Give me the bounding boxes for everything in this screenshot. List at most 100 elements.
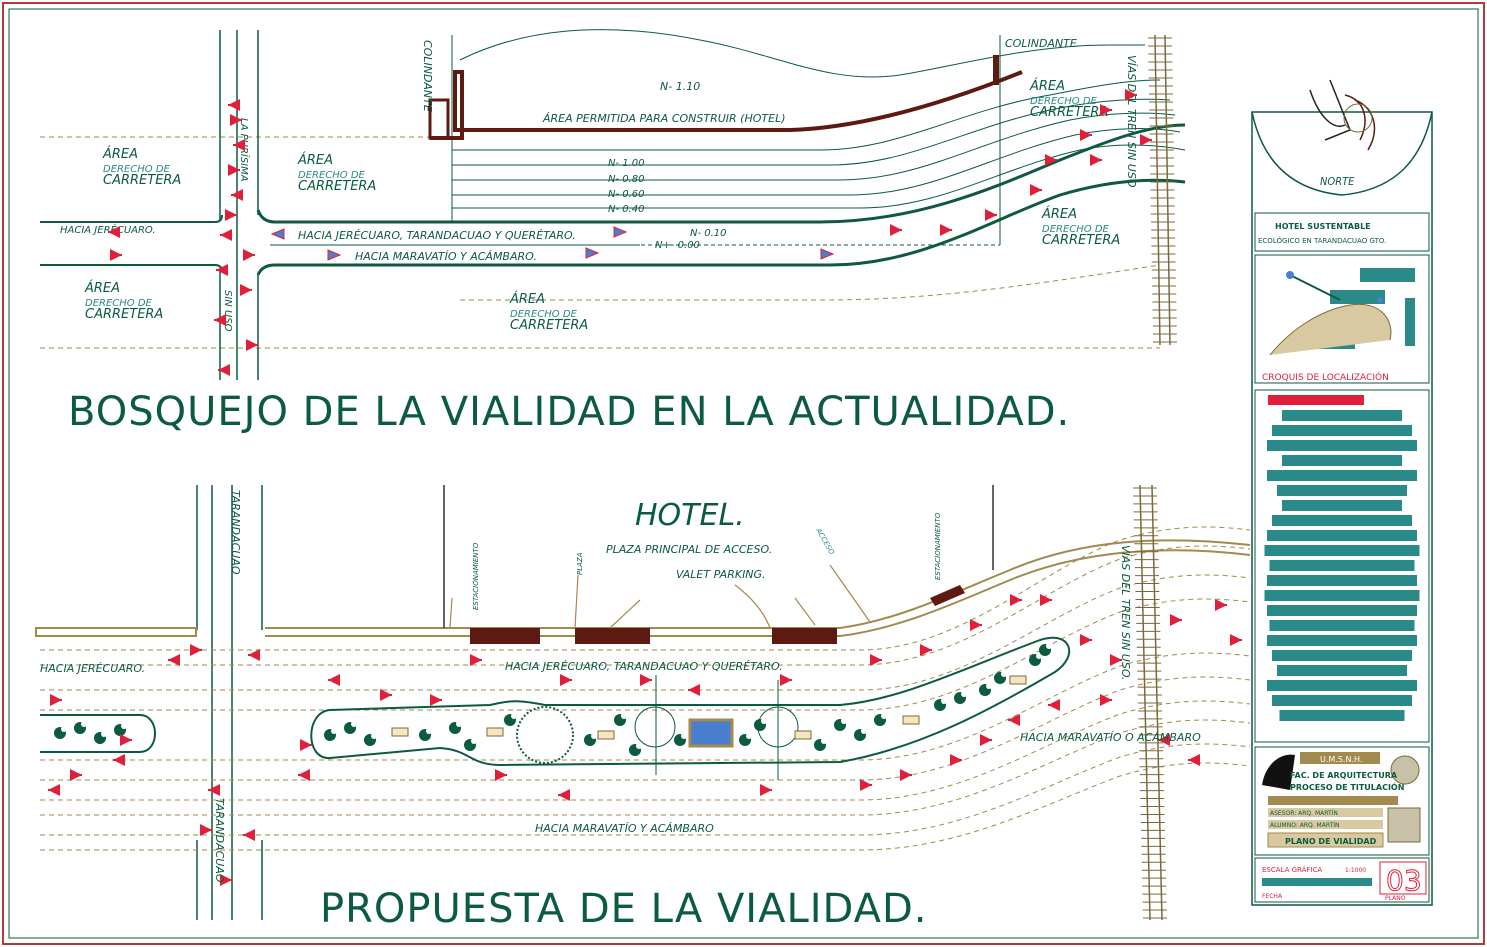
bench	[794, 730, 812, 740]
road-edge-bottom	[40, 264, 223, 273]
road-edge-top	[40, 214, 223, 223]
access-label: ACCESO	[814, 526, 836, 556]
info-row	[1268, 808, 1383, 817]
note-line	[1267, 575, 1417, 586]
sheet-number: 03	[1386, 864, 1422, 897]
street-label: SIN USO	[222, 290, 233, 332]
note-line	[1269, 560, 1415, 571]
sidewalk	[265, 539, 1251, 629]
parking-label: ESTACIONAMIENTO	[934, 512, 942, 580]
note-line	[1264, 545, 1420, 556]
note-line	[1267, 530, 1417, 541]
tree-highlight	[1036, 653, 1042, 659]
stamp-box	[1387, 807, 1421, 843]
author-label: ALUMNO: ARQ. MARTÍN	[1270, 822, 1340, 829]
location-label: CROQUIS DE LOCALIZACIÓN	[1262, 371, 1389, 383]
lane-line	[40, 652, 1251, 761]
project-subtitle: ECOLÓGICO EN TARANDACUAO GTO.	[1258, 236, 1386, 245]
svg-text:ÁREA: ÁREA	[297, 152, 333, 168]
contour	[452, 128, 1181, 196]
svg-text:CARRETERA: CARRETERA	[298, 179, 376, 194]
note-line	[1272, 650, 1412, 661]
svg-text:DERECHO DE: DERECHO DE	[85, 298, 153, 309]
project-title: HOTEL SUSTENTABLE	[1275, 222, 1371, 231]
scale-bar	[1262, 878, 1372, 886]
sheet-label: PLANO	[1385, 895, 1406, 902]
note-line	[1272, 425, 1412, 436]
area-label: ÁREA DERECHO DE CARRETERA	[84, 280, 163, 322]
tree-highlight	[121, 723, 127, 729]
note-line	[1279, 710, 1405, 721]
lane-line	[40, 719, 1251, 816]
school-name-bar	[1300, 752, 1380, 764]
note-line	[1277, 485, 1407, 496]
lane-line	[40, 574, 1251, 691]
access-curve	[794, 597, 816, 626]
access-curve	[609, 599, 641, 629]
buildable-boundary	[430, 70, 1023, 140]
street-label: TARANDACUAO	[229, 490, 242, 575]
note-line	[1277, 665, 1407, 676]
note-line	[1267, 440, 1417, 451]
svg-text:CARRETERA: CARRETERA	[510, 318, 588, 333]
current-title: BOSQUEJO DE LA VIALIDAD EN LA ACTUALIDAD…	[68, 389, 1070, 435]
sidewalk	[35, 627, 197, 637]
road-edge-bottom	[256, 178, 1186, 276]
colindante-post	[428, 98, 450, 140]
tree-highlight	[621, 713, 627, 719]
street-label: TARANDACUAO	[213, 798, 226, 883]
plan-name: PLANO DE VIALIDAD	[1285, 837, 1377, 846]
process-label: PROCESO DE TITULACIÓN	[1290, 781, 1404, 792]
valet-label: VALET PARKING.	[676, 568, 766, 581]
contour	[452, 112, 1176, 181]
notes-header	[1268, 395, 1364, 405]
north-label: NORTE	[1320, 175, 1355, 188]
scale-label: ESCALA GRÁFICA	[1262, 865, 1322, 874]
svg-text:ÁREA: ÁREA	[102, 146, 138, 162]
level-label: N- 1.00	[608, 158, 645, 169]
road-label: HACIA JERÉCUARO.	[60, 223, 156, 236]
tree-highlight	[591, 733, 597, 739]
bench	[391, 727, 409, 737]
tree-highlight	[986, 683, 992, 689]
svg-text:ÁREA: ÁREA	[1029, 78, 1065, 94]
parking-label: ESTACIONAMIENTO	[472, 542, 480, 610]
colindante-post	[993, 55, 999, 85]
plaza-label: PLAZA PRINCIPAL DE ACCESO.	[606, 543, 772, 556]
tree-highlight	[746, 733, 752, 739]
planting	[54, 643, 1052, 756]
tree-highlight	[426, 728, 432, 734]
access-curve	[449, 597, 453, 629]
sidewalk	[265, 549, 1251, 637]
note-line	[1264, 590, 1420, 601]
note-line	[1267, 680, 1417, 691]
fountain	[688, 718, 734, 748]
road-edge-top	[256, 123, 1186, 224]
contour	[459, 29, 1145, 78]
lane-line	[40, 598, 1251, 711]
buildable-label: ÁREA PERMITIDA PARA CONSTRUIR (HOTEL)	[542, 112, 786, 125]
svg-text:CARRETERA: CARRETERA	[103, 173, 181, 188]
sheet-frame-inner	[8, 8, 1479, 939]
tree-highlight	[81, 721, 87, 727]
proposal-title: PROPUESTA DE LA VIALIDAD.	[320, 886, 928, 932]
road-label: HACIA MARAVATÍO O ACÁMBARO	[1020, 731, 1201, 744]
note-line	[1272, 515, 1412, 526]
level-label: N- 0.60	[608, 189, 645, 200]
tree-highlight	[821, 738, 827, 744]
access-curve	[734, 584, 771, 629]
contour	[452, 79, 1161, 151]
lane-line	[40, 743, 1251, 836]
sheet-number-box	[1379, 861, 1427, 895]
tree-large	[516, 706, 574, 764]
school-name: U.M.S.N.H.	[1320, 755, 1362, 764]
level-label: N- 0.80	[608, 174, 645, 185]
project-box	[1254, 212, 1430, 252]
colindante-label: COLINDANTE	[421, 40, 434, 112]
university-seal-icon	[1262, 754, 1295, 790]
bench	[1009, 675, 1027, 685]
median	[310, 636, 1071, 767]
lane-line	[40, 762, 1251, 851]
level-label: N- 0.10	[690, 228, 727, 239]
